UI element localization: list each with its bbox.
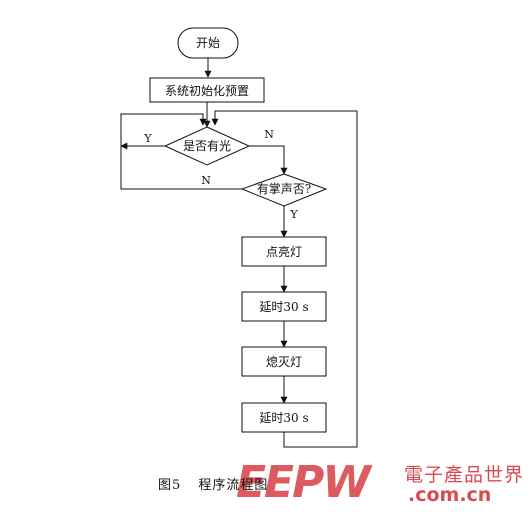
delay-1-node xyxy=(241,291,327,322)
decision-light-node xyxy=(163,126,251,166)
edge-delay2-return-loop xyxy=(211,110,358,448)
delay-1-label: 延时30 s xyxy=(259,300,308,314)
figure-caption: 图5 程序流程图 xyxy=(0,472,530,502)
decision-light-label: 是否有光 xyxy=(183,139,231,153)
edge-label-light-no: N xyxy=(264,128,274,141)
init-label: 系统初始化预置 xyxy=(165,84,249,98)
edge-label-clap-no: N xyxy=(201,174,211,187)
edge-clap-no-loop xyxy=(120,113,242,190)
light-off-node xyxy=(241,346,327,377)
watermark-letters: EEPW xyxy=(236,457,371,508)
init-node xyxy=(149,77,265,103)
eepw-watermark: EEPW 電子產品世界 .com.cn xyxy=(236,458,526,512)
light-on-label: 点亮灯 xyxy=(266,244,302,259)
light-on-node xyxy=(241,236,327,267)
edge-label-clap-yes: Y xyxy=(289,208,298,221)
delay-2-label: 延时30 s xyxy=(259,411,308,425)
watermark-url: .com.cn xyxy=(408,484,492,506)
start-label: 开始 xyxy=(196,36,220,50)
caption-number: 图5 xyxy=(158,478,182,493)
light-off-label: 熄灭灯 xyxy=(266,355,302,369)
edge-light-no xyxy=(249,145,288,175)
caption-title: 程序流程图 xyxy=(198,478,269,493)
decision-clap-label: 有掌声否? xyxy=(257,182,311,196)
watermark-chinese: 電子產品世界 xyxy=(404,464,525,486)
delay-2-node xyxy=(241,402,327,433)
edge-label-light-yes: Y xyxy=(143,132,152,145)
